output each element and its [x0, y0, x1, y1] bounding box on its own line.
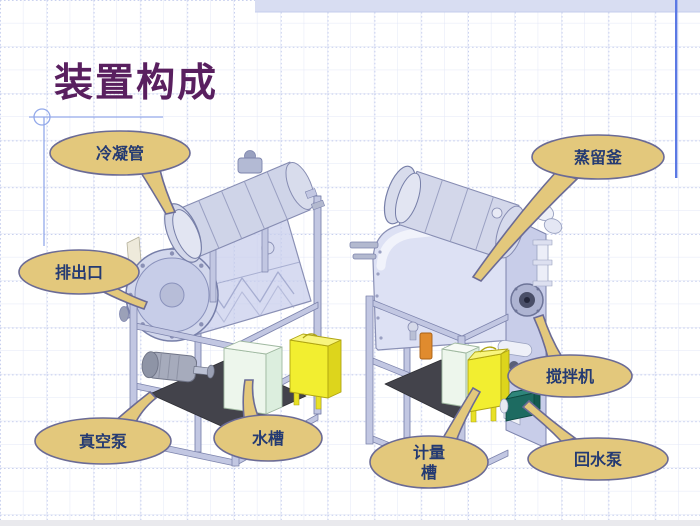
callout-measuring-tank-label-line1: 计量 [413, 443, 445, 462]
callout-water-tank-label: 水槽 [252, 429, 284, 448]
callout-measuring-tank: 计量 槽 [369, 386, 489, 489]
bottom-strip [0, 520, 700, 526]
condenser-tube-left [164, 150, 325, 263]
callout-return-pump-label: 回水泵 [574, 450, 622, 469]
callout-agitator: 搅拌机 [507, 313, 633, 398]
agitator-hub [510, 283, 544, 317]
callout-outlet-label: 排出口 [55, 263, 103, 282]
right-side-pipe [532, 239, 553, 287]
callouts: 冷凝管 排出口 真空泵 水槽 蒸留釜 搅拌机 [18, 130, 669, 489]
title-underline-decor [29, 108, 163, 246]
callout-condenser: 冷凝管 [49, 130, 191, 215]
callout-water-tank: 水槽 [213, 379, 323, 462]
left-yellow-tank [289, 333, 342, 410]
vacuum-pump-model [141, 351, 215, 383]
callout-return-pump: 回水泵 [521, 399, 669, 481]
left-machine [119, 150, 342, 467]
callout-condenser-label: 冷凝管 [96, 144, 144, 163]
callout-distillation-kettle: 蒸留釜 [471, 134, 665, 282]
page-title: 装置构成 [54, 62, 219, 105]
condenser-tube-right [383, 165, 525, 260]
discharge-outlet-flange [119, 248, 219, 342]
right-machine [349, 165, 563, 479]
callout-vacuum-pump-label: 真空泵 [79, 432, 127, 451]
accent-vertical-line [675, 0, 678, 178]
callout-outlet: 排出口 [18, 249, 149, 310]
callout-vacuum-pump: 真空泵 [34, 390, 172, 465]
callout-measuring-tank-label-line2: 槽 [421, 463, 437, 482]
right-orange-fitting [419, 332, 433, 360]
top-band [255, 0, 700, 13]
callout-distillation-kettle-label: 蒸留釜 [574, 148, 623, 167]
callout-agitator-label: 搅拌机 [546, 367, 594, 386]
condenser-top-motor [237, 150, 263, 174]
right-valve-fitting [407, 321, 419, 341]
